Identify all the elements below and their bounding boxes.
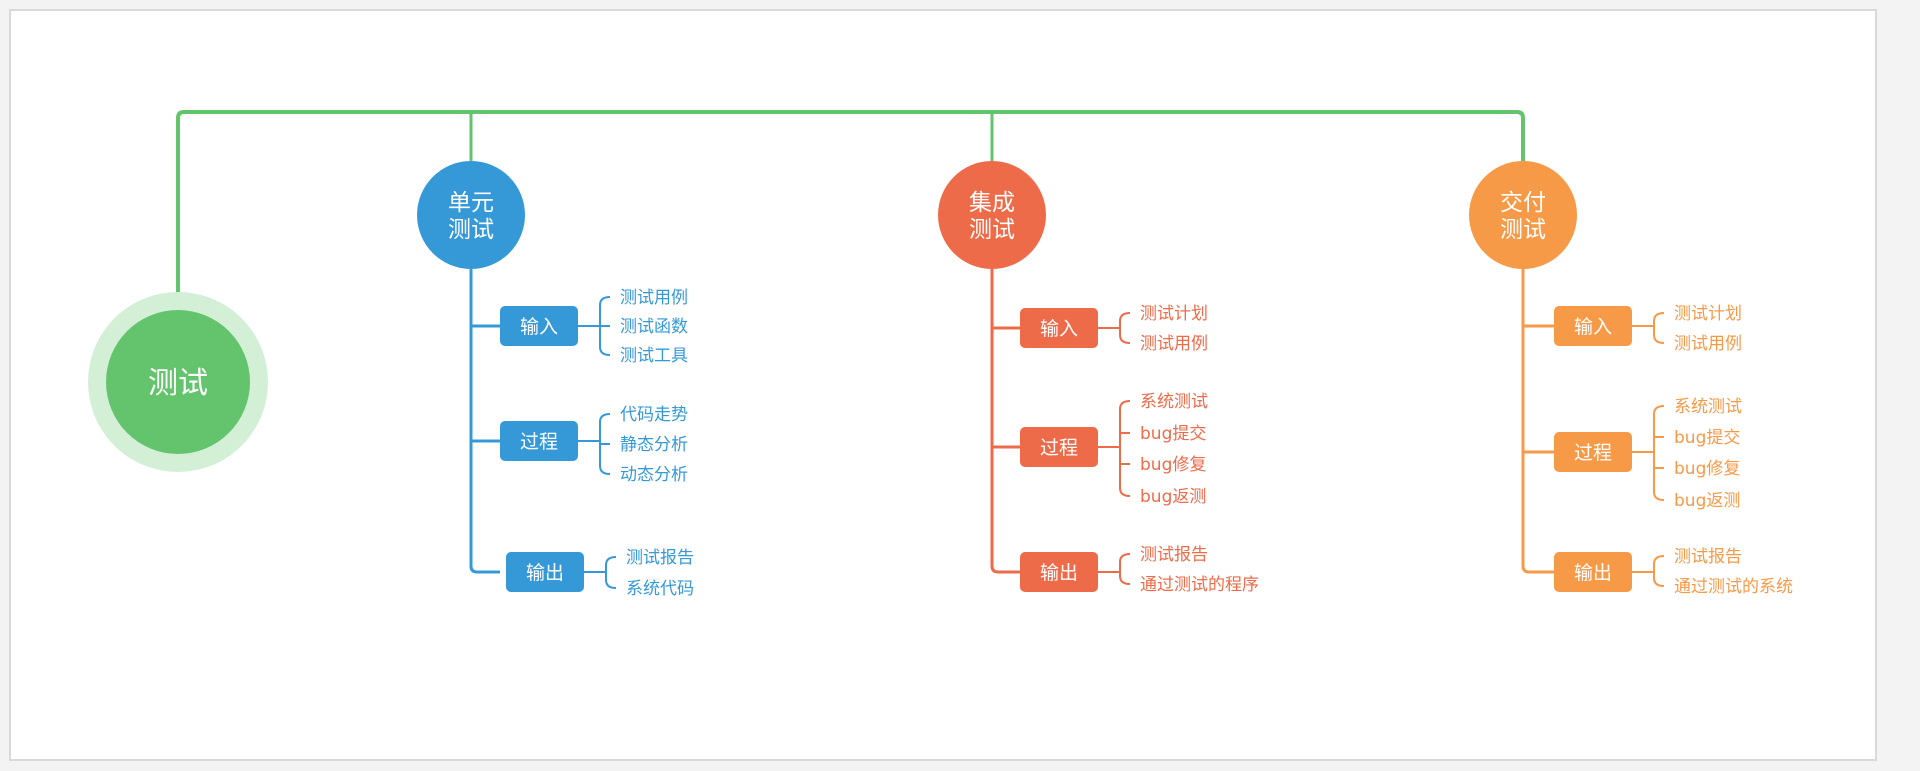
branch-spine-delivery — [1521, 269, 1554, 574]
branch-spine-integration — [990, 269, 1020, 574]
branch-node-label: 集成 — [969, 190, 1015, 216]
trunk-line — [176, 110, 1525, 310]
diagram-nodes: 测试单元测试输入测试用例测试函数测试工具过程代码走势静态分析动态分析输出测试报告… — [88, 161, 1793, 599]
stage-pill — [1020, 552, 1098, 592]
stage-pill — [1020, 427, 1098, 467]
branch-spine-unit — [469, 269, 500, 574]
leaf-item: 测试计划 — [1140, 304, 1208, 324]
stage-label: 过程 — [520, 431, 558, 453]
stage-pill — [506, 552, 584, 592]
stage-pill — [1554, 552, 1632, 592]
stage-label: 过程 — [1040, 437, 1078, 459]
branch-node-label: 交付 — [1500, 190, 1546, 216]
connector-lines — [176, 110, 1665, 589]
leaf-item: 动态分析 — [620, 465, 688, 485]
branch-node-label: 单元 — [448, 190, 494, 216]
branch-node-integration — [938, 161, 1046, 269]
leaf-item: bug修复 — [1674, 459, 1740, 479]
branch-node-unit — [417, 161, 525, 269]
leaf-item: 通过测试的系统 — [1674, 577, 1793, 597]
leaf-item: 系统测试 — [1140, 392, 1208, 412]
leaf-item: 系统代码 — [626, 579, 694, 599]
leaf-item: 测试报告 — [626, 548, 694, 568]
stage-label: 输出 — [1574, 562, 1612, 584]
leaf-item: 代码走势 — [620, 405, 688, 425]
stage-label: 输入 — [520, 316, 558, 338]
leaf-item: bug修复 — [1140, 455, 1206, 475]
leaf-bracket — [1653, 405, 1665, 501]
leaf-item: 通过测试的程序 — [1140, 575, 1259, 595]
diagram-frame — [9, 9, 1877, 761]
branch-node-label: 测试 — [969, 217, 1015, 243]
leaf-item: 测试工具 — [620, 346, 688, 366]
leaf-bracket — [1119, 400, 1131, 497]
leaf-item: 系统测试 — [1674, 397, 1742, 417]
leaf-item: bug返测 — [1140, 487, 1206, 507]
leaf-item: 测试报告 — [1674, 547, 1742, 567]
root-node-label: 测试 — [148, 366, 208, 401]
stage-pill — [1554, 432, 1632, 472]
leaf-item: 测试用例 — [620, 288, 688, 308]
branch-node-delivery — [1469, 161, 1577, 269]
leaf-item: bug提交 — [1140, 424, 1206, 444]
root-node — [106, 310, 250, 454]
leaf-bracket — [1653, 555, 1665, 587]
leaf-bracket — [1119, 553, 1131, 585]
leaf-item: 测试报告 — [1140, 545, 1208, 565]
leaf-item: 测试用例 — [1674, 334, 1742, 354]
branch-node-label: 测试 — [448, 217, 494, 243]
leaf-item: 测试用例 — [1140, 334, 1208, 354]
leaf-bracket — [605, 556, 617, 589]
stage-label: 过程 — [1574, 442, 1612, 464]
stage-pill — [500, 306, 578, 346]
stage-label: 输入 — [1574, 316, 1612, 338]
stage-pill — [500, 421, 578, 461]
stage-pill — [1020, 308, 1098, 348]
branch-node-label: 测试 — [1500, 217, 1546, 243]
leaf-item: 测试函数 — [620, 317, 688, 337]
leaf-bracket — [1653, 312, 1665, 344]
leaf-item: bug提交 — [1674, 428, 1740, 448]
stage-label: 输出 — [526, 562, 564, 584]
leaf-item: 静态分析 — [620, 435, 688, 455]
stage-label: 输入 — [1040, 318, 1078, 340]
leaf-item: bug返测 — [1674, 491, 1740, 511]
leaf-item: 测试计划 — [1674, 304, 1742, 324]
leaf-bracket — [1119, 312, 1131, 344]
stage-label: 输出 — [1040, 562, 1078, 584]
stage-pill — [1554, 306, 1632, 346]
